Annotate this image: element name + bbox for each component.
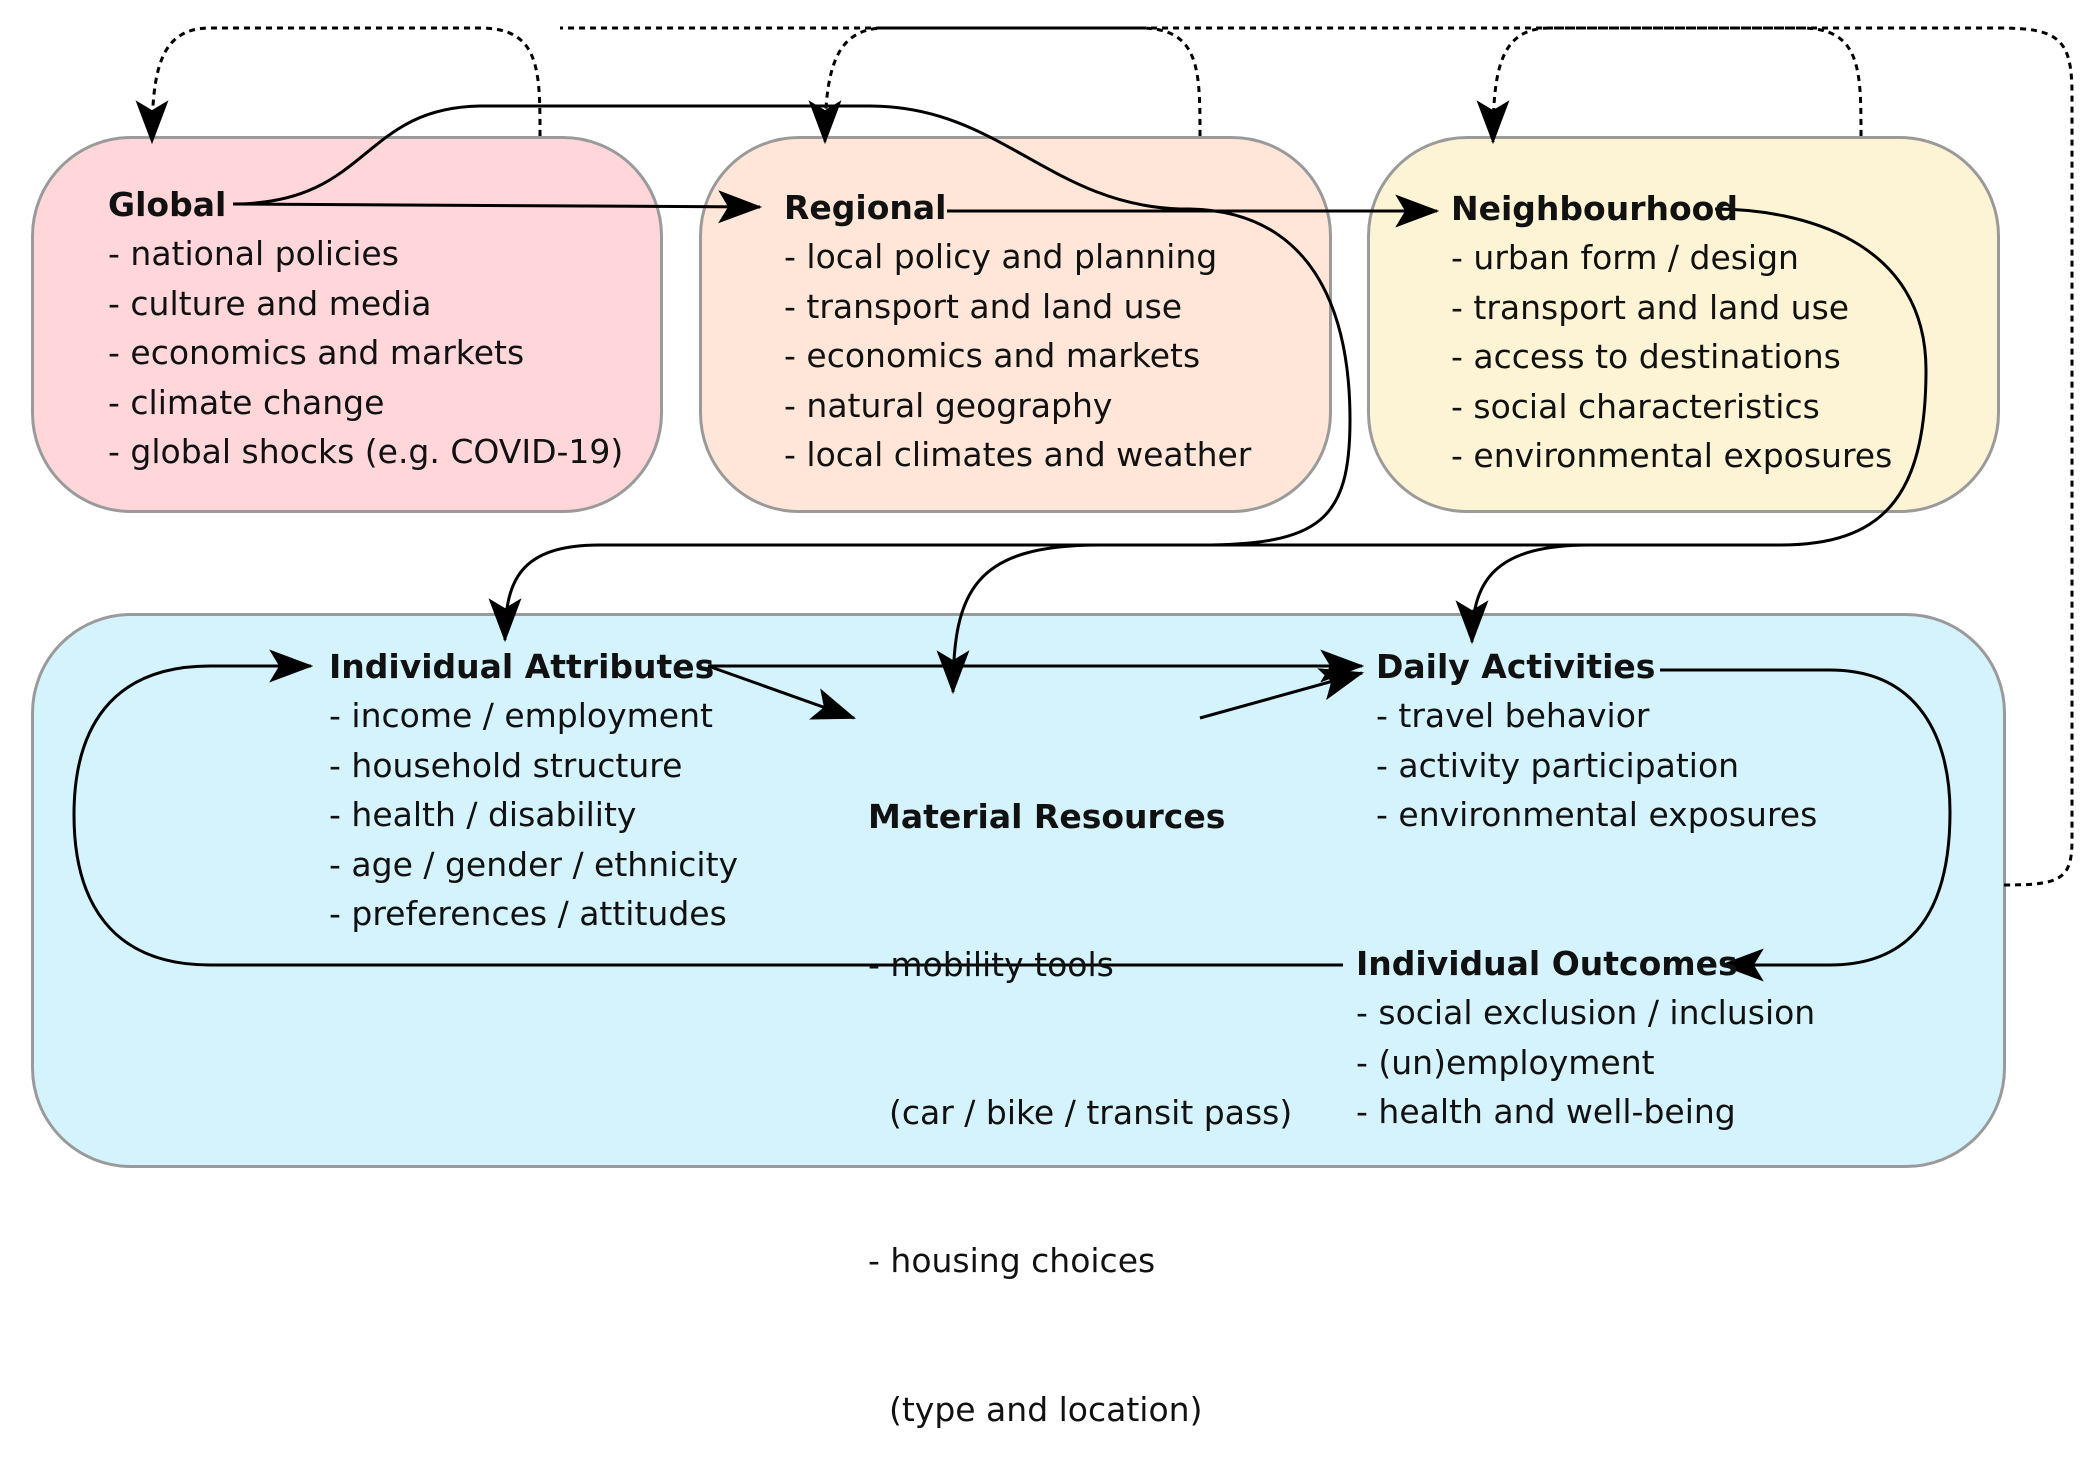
neighbourhood-item: - access to destinations [1451,337,1841,377]
attributes-to-material-resources-arrow [707,664,857,720]
neighbourhood-item: - social characteristics [1451,386,1820,426]
individual-outcomes-item: - social exclusion / inclusion [1356,993,1816,1033]
neighbourhood-item: - transport and land use [1451,287,1850,327]
global-item: - national policies [108,234,399,274]
neighbourhood-item: - urban form / design [1451,238,1799,278]
individual-attributes-item: - health / disability [329,795,637,835]
individual-to-global-dotted-loop [560,26,2074,887]
material-resources-group: Material Resources - mobility tools (car… [868,693,1292,1484]
regional-item: - natural geography [784,385,1113,425]
regional-box [699,136,1332,513]
individual-outcomes-title: Individual Outcomes [1356,944,1738,983]
daily-activities-to-outcomes-arrow [1660,668,1952,982]
individual-attributes-item: - age / gender / ethnicity [329,844,739,884]
individual-box [31,613,2006,1168]
global-box [31,136,663,513]
material-resources-to-daily-activities-arrow [1199,668,1365,720]
global-item: - culture and media [108,283,432,323]
neighbourhood-box [1367,136,2000,513]
material-resources-title: Material Resources [868,796,1226,836]
global-item: - global shocks (e.g. COVID-19) [108,432,624,472]
material-resources-item: - mobility tools [868,945,1114,985]
global-group: Global - national policies - culture and… [108,180,623,476]
regional-group: Regional - local policy and planning - t… [784,183,1251,479]
individual-attributes-group: Individual Attributes - income / employm… [329,642,738,938]
outcomes-to-attributes-loop [72,649,1343,967]
material-resources-item: (type and location) [868,1389,1203,1429]
daily-activities-title: Daily Activities [1376,647,1656,686]
neighbourhood-title: Neighbourhood [1451,189,1738,228]
global-self-loop [135,26,542,145]
daily-activities-item: - environmental exposures [1376,795,1818,835]
individual-attributes-item: - income / employment [329,696,713,736]
regional-title: Regional [784,188,947,227]
connector-arrows [72,26,2074,982]
regional-item: - local climates and weather [784,435,1252,475]
individual-attributes-title: Individual Attributes [329,647,715,686]
daily-activities-group: Daily Activities - travel behavior - act… [1376,642,1817,840]
neighbourhood-self-loop [1476,26,1863,145]
daily-activities-item: - activity participation [1376,745,1740,785]
individual-attributes-item: - household structure [329,745,683,785]
individual-outcomes-group: Individual Outcomes - social exclusion /… [1356,939,1815,1137]
regional-item: - transport and land use [784,286,1183,326]
material-resources-item: (car / bike / transit pass) [868,1093,1293,1133]
individual-outcomes-item: - health and well-being [1356,1092,1736,1132]
global-item: - economics and markets [108,333,525,373]
neighbourhood-to-daily-activities-arrow [1455,207,1928,645]
global-title: Global [108,185,227,224]
neighbourhood-item: - environmental exposures [1451,436,1893,476]
daily-activities-item: - travel behavior [1376,696,1650,736]
neighbourhood-to-material-resources-arrow [936,543,1590,695]
neighbourhood-group: Neighbourhood - urban form / design - tr… [1451,184,1892,480]
regional-self-loop [808,26,1202,145]
individual-outcomes-item: - (un)employment [1356,1042,1655,1082]
material-resources-item: - housing choices [868,1241,1156,1281]
global-item: - climate change [108,382,385,422]
global-to-regional-arrow [232,190,763,224]
individual-attributes-item: - preferences / attitudes [329,894,727,934]
regional-item: - local policy and planning [784,237,1218,277]
regional-item: - economics and markets [784,336,1201,376]
